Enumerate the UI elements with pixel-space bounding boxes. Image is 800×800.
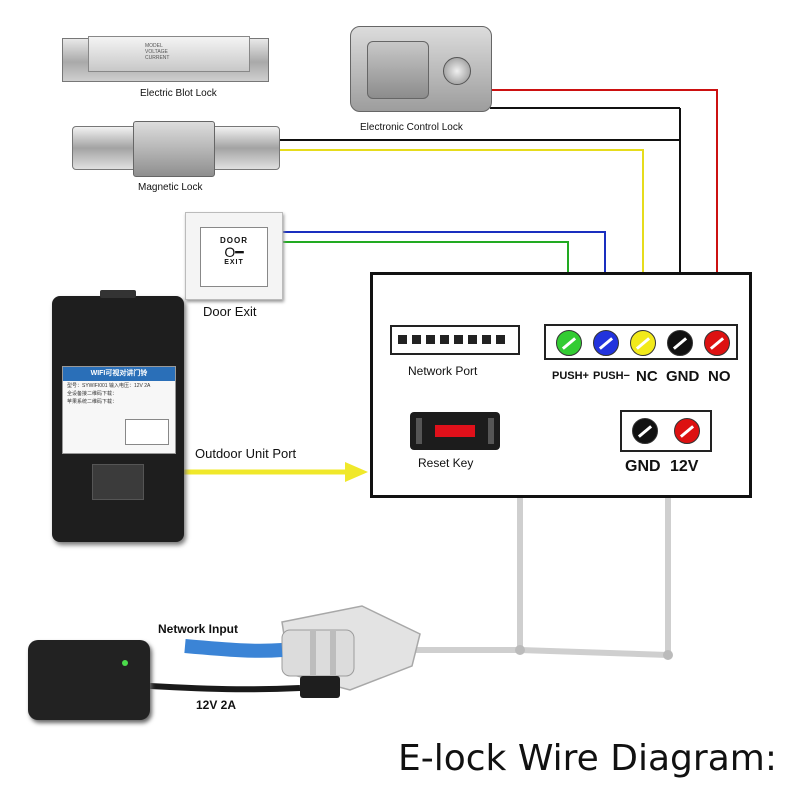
terminal-power-gnd (632, 418, 658, 444)
electric-bolt-lock-label: Electric Blot Lock (140, 88, 217, 99)
network-port-label: Network Port (408, 364, 478, 378)
outdoor-unit-port-socket (92, 464, 144, 500)
terminal-nc (630, 330, 656, 356)
indoor-unit: WIFI可视对讲门铃 型号：SYWIFI001 输入电压：12V 2A 全设备接… (52, 290, 184, 542)
reset-key-label: Reset Key (418, 456, 474, 470)
door-exit-button: DOOR O━ EXIT (185, 212, 283, 300)
terminal-power-12v (674, 418, 700, 444)
dc-plug (300, 676, 340, 698)
door-exit-face: DOOR O━ EXIT (200, 227, 268, 287)
network-port-pins (398, 335, 505, 344)
wire-red (490, 89, 718, 340)
controller-box (370, 272, 752, 498)
junction-network (515, 645, 525, 655)
magnetic-lock-label: Magnetic Lock (138, 182, 203, 193)
terminal-label-push-minus: PUSH− (593, 370, 630, 382)
sticker-terminal-diagram (125, 419, 169, 445)
magnetic-lock (72, 121, 280, 177)
door-exit-bottom-text: EXIT (224, 259, 244, 266)
key-icon: O━ (224, 244, 244, 260)
plate-line-model: MODEL (145, 43, 163, 49)
power-adapter (28, 640, 150, 720)
terminal-gnd (667, 330, 693, 356)
ecl-keyhole (443, 57, 471, 85)
power-label-gnd: GND (625, 458, 661, 475)
indoor-unit-sticker: WIFI可视对讲门铃 型号：SYWIFI001 输入电压：12V 2A 全设备接… (62, 366, 176, 454)
terminal-label-nc: NC (636, 368, 658, 385)
dc-cable (149, 683, 301, 693)
power-terminal-block (620, 410, 712, 452)
plate-line-current: CURRENT (145, 55, 170, 61)
power-led-icon (122, 660, 128, 666)
reset-key-button (435, 425, 475, 437)
diagram-title: E-lock Wire Diagram: (398, 738, 777, 779)
magnetic-lock-bolt (133, 121, 215, 177)
network-input-label: Network Input (158, 622, 238, 636)
sticker-line-1: 型号：SYWIFI001 输入电压：12V 2A (67, 383, 151, 389)
reset-key (410, 412, 500, 450)
terminal-label-push-plus: PUSH+ (552, 370, 589, 382)
terminal-no (704, 330, 730, 356)
network-input-cable (184, 639, 283, 658)
cable-join (410, 647, 669, 658)
terminal-label-gnd: GND (666, 368, 700, 385)
electronic-control-lock-label: Electronic Control Lock (360, 122, 463, 133)
junction-power (663, 650, 673, 660)
sticker-line-2: 全设备接二维码下载： (67, 391, 118, 397)
sticker-title: WIFI可视对讲门铃 (63, 367, 175, 381)
plate-line-voltage: VOLTAGE (145, 49, 168, 55)
bolt-lock-plate: MODEL VOLTAGE CURRENT (88, 36, 250, 72)
network-port (390, 325, 520, 355)
electronic-control-lock (350, 26, 492, 112)
terminal-label-no: NO (708, 368, 731, 385)
outdoor-arrow-head (345, 462, 368, 482)
terminal-push-minus (593, 330, 619, 356)
indoor-unit-tab (100, 290, 136, 298)
outdoor-unit-port-label: Outdoor Unit Port (195, 446, 297, 461)
sticker-line-3: 苹果系统二维码下载： (67, 399, 118, 405)
door-exit-label: Door Exit (203, 304, 257, 319)
terminal-push-plus (556, 330, 582, 356)
door-exit-top-text: DOOR (220, 236, 248, 245)
power-label-12v: 12V (670, 458, 699, 475)
lock-terminal-block (544, 324, 738, 360)
power-adapter-label: 12V 2A (196, 698, 237, 712)
ecl-face (367, 41, 429, 99)
splitter-plug (281, 629, 355, 677)
